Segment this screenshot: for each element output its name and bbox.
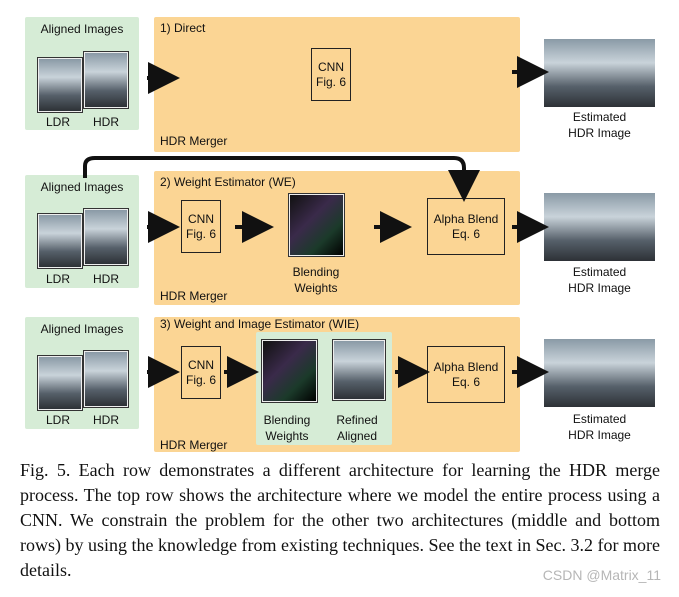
- row2-bypass-arrow: [83, 156, 480, 202]
- row3-merger-label: HDR Merger: [160, 438, 228, 452]
- row2-ldr-label: LDR: [46, 272, 71, 286]
- row3-section-title: 3) Weight and Image Estimator (WIE): [160, 317, 360, 331]
- row1-cnn-label: CNN: [318, 59, 344, 74]
- row2-hdr-image-stack: [84, 209, 128, 265]
- row1-ldr-label: LDR: [46, 115, 71, 129]
- row3-weights-label-line1: Blending: [263, 413, 311, 427]
- row3-ldr-image-stack: [38, 356, 82, 410]
- row1-output-image: [544, 39, 655, 107]
- row1-merger-panel: [154, 17, 520, 152]
- row3-cnn-box: CNN Fig. 6: [181, 346, 221, 399]
- row2-section-title: 2) Weight Estimator (WE): [160, 175, 296, 189]
- row2-merger-label: HDR Merger: [160, 289, 228, 303]
- row1-section-title: 1) Direct: [160, 21, 206, 35]
- row2-output-image: [544, 193, 655, 261]
- row1-cnn-ref: Fig. 6: [315, 74, 346, 89]
- row3-cnn-label: CNN: [188, 357, 214, 372]
- row3-alpha-blend-ref: Eq. 6: [451, 374, 481, 389]
- figure-caption: Fig. 5. Each row demonstrates a differen…: [20, 460, 660, 580]
- row3-blending-weights-image: [262, 340, 317, 402]
- row2-alpha-blend-ref: Eq. 6: [451, 226, 481, 241]
- row1-input-title: Aligned Images: [40, 22, 124, 36]
- row2-alpha-blend-box: Alpha Blend Eq. 6: [427, 198, 505, 255]
- row2-weights-label-line1: Blending: [292, 265, 340, 279]
- row3-refined-aligned-image: [333, 340, 385, 400]
- row1-output-label-line2: HDR Image: [568, 126, 631, 140]
- watermark: CSDN @Matrix_11: [542, 567, 661, 583]
- row2-blending-weights-image: [289, 194, 344, 256]
- row3-input-title: Aligned Images: [40, 322, 124, 336]
- row3-alpha-blend-label: Alpha Blend: [433, 359, 499, 374]
- row3-hdr-image-stack: [84, 351, 128, 407]
- row1-ldr-image-stack: [38, 58, 82, 112]
- row1-cnn-box: CNN Fig. 6: [311, 48, 351, 101]
- row2-hdr-label: HDR: [93, 272, 119, 286]
- row2-cnn-ref: Fig. 6: [185, 226, 216, 241]
- row1-hdr-image-stack: [84, 52, 128, 108]
- row3-output-label-line1: Estimated: [572, 412, 627, 426]
- row3-refined-label-line2: Aligned: [336, 429, 378, 443]
- row2-cnn-label: CNN: [188, 211, 214, 226]
- row3-cnn-ref: Fig. 6: [185, 372, 216, 387]
- row3-refined-label-line1: Refined: [336, 413, 378, 427]
- row3-weights-label-line2: Weights: [265, 429, 309, 443]
- row2-output-label-line1: Estimated: [572, 265, 627, 279]
- row1-merger-label: HDR Merger: [160, 134, 228, 148]
- row2-cnn-box: CNN Fig. 6: [181, 200, 221, 253]
- row1-output-label-line1: Estimated: [572, 110, 627, 124]
- row3-output-image: [544, 339, 655, 407]
- row2-input-title: Aligned Images: [40, 180, 124, 194]
- row2-alpha-blend-label: Alpha Blend: [433, 211, 499, 226]
- row2-weights-label-line2: Weights: [294, 281, 338, 295]
- row2-ldr-image-stack: [38, 214, 82, 268]
- row3-hdr-label: HDR: [93, 413, 119, 427]
- row3-ldr-label: LDR: [46, 413, 71, 427]
- row3-output-label-line2: HDR Image: [568, 428, 631, 442]
- row2-output-label-line2: HDR Image: [568, 281, 631, 295]
- row1-hdr-label: HDR: [93, 115, 119, 129]
